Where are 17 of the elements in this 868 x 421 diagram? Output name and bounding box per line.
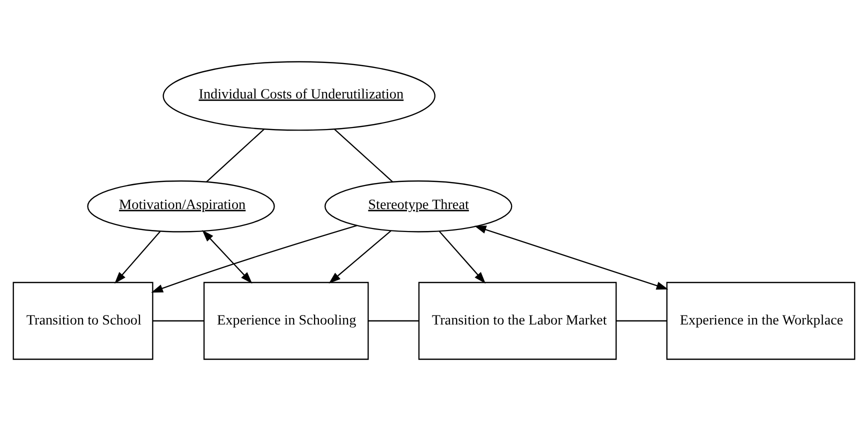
connector xyxy=(206,128,264,182)
node-box: Transition to the Labor Market xyxy=(418,282,617,360)
node-ellipse: Individual Costs of Underutilization xyxy=(162,61,436,131)
node-box: Experience in Schooling xyxy=(203,282,369,360)
arrow xyxy=(438,230,486,284)
connector xyxy=(152,320,204,322)
arrow xyxy=(328,230,392,284)
arrow xyxy=(151,224,358,293)
arrow xyxy=(202,230,252,284)
arrow xyxy=(474,226,668,290)
node-box: Experience in the Workplace xyxy=(666,282,856,360)
arrow xyxy=(114,230,161,284)
node-ellipse: Motivation/Aspiration xyxy=(87,180,275,232)
connector xyxy=(334,128,394,182)
connector xyxy=(616,320,667,322)
connector xyxy=(368,320,418,322)
node-box: Transition to School xyxy=(12,282,154,360)
